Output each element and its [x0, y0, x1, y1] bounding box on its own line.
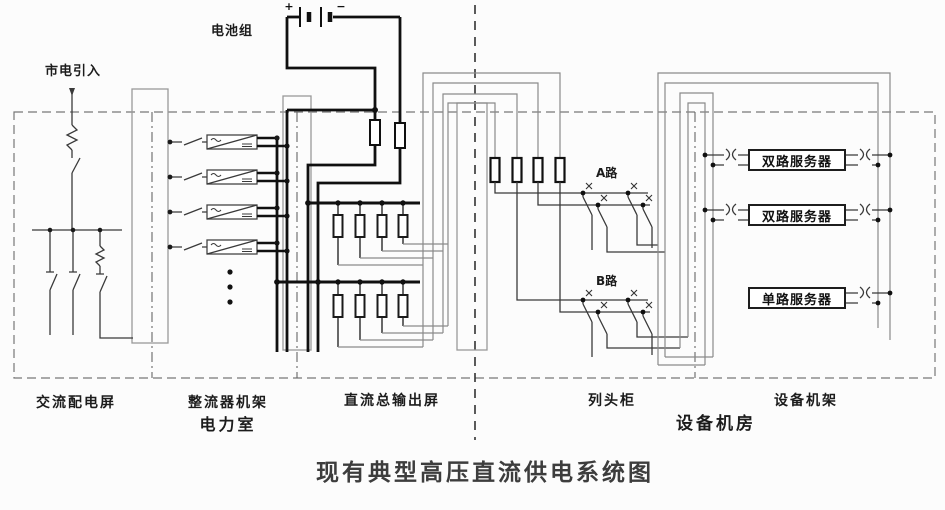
- server-tap-junctions: [702, 152, 893, 306]
- section-dividers: [151, 112, 696, 378]
- path-b-label: B路: [596, 274, 618, 288]
- battery-plus-mark: +: [284, 0, 293, 13]
- section-label-dc-output: 直流总输出屏: [344, 393, 440, 409]
- battery-minus-mark: −: [336, 0, 345, 13]
- cable-routes-right: [657, 72, 891, 366]
- rectifier-modules: [167, 134, 290, 305]
- section-label-ac-panel: 交流配电屏: [36, 395, 116, 411]
- cable-conduits: [131, 88, 488, 351]
- mains-intake-label: 市电引入: [45, 64, 102, 79]
- room-label-equipment-room: 设备机房: [676, 414, 756, 434]
- section-label-rectifier-rack: 整流器机架: [188, 395, 268, 411]
- breaker-x-marks: [585, 182, 653, 309]
- ac-panel-circuit: [32, 88, 133, 339]
- battery-circuit: [275, 7, 406, 352]
- server-connections: [705, 148, 890, 304]
- dual-server-1: 双路服务器: [748, 149, 846, 171]
- battery-icon: [299, 7, 333, 27]
- cable-routes-center: [338, 72, 561, 348]
- dc-output-buses: [274, 200, 420, 347]
- section-label-row-head: 列头柜: [588, 393, 636, 409]
- row-head-circuit: [489, 156, 688, 357]
- dual-server-2: 双路服务器: [748, 204, 846, 226]
- battery-group-label: 电池组: [211, 24, 254, 39]
- diagram-title: 现有典型高压直流供电系统图: [316, 460, 654, 486]
- section-label-equipment-rack: 设备机架: [774, 393, 838, 409]
- ac-panel-junctions: [47, 227, 103, 233]
- room-label-power-room: 电力室: [199, 415, 257, 434]
- section-borders: [13, 111, 936, 379]
- path-a-label: A路: [596, 166, 618, 180]
- single-server: 单路服务器: [748, 287, 846, 309]
- more-modules-ellipsis: [227, 269, 233, 305]
